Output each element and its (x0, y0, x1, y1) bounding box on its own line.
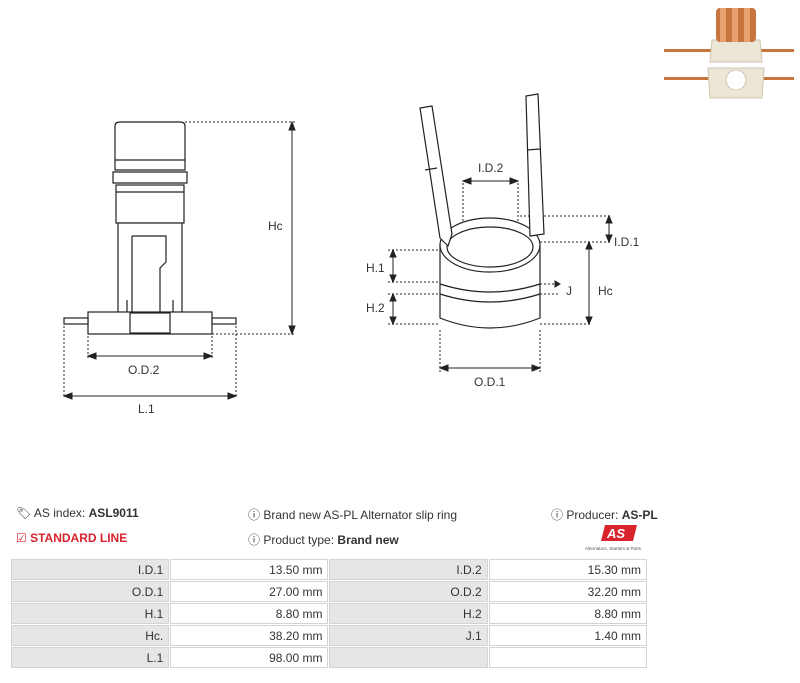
as-pl-logo: AS Alternators, Starters & Parts (585, 525, 642, 551)
spec-value: 98.00 mm (169, 646, 330, 669)
logo-tagline: Alternators, Starters & Parts (585, 546, 642, 551)
right-h1-label: H.1 (366, 261, 385, 275)
product-photo (660, 2, 798, 102)
spec-value: 8.80 mm (487, 602, 649, 625)
spec-label: I.D.1 (9, 558, 171, 581)
specs-table: I.D.1 13.50 mm I.D.2 15.30 mm O.D.1 27.0… (9, 558, 649, 669)
check-square-icon: ☑ (16, 531, 27, 545)
spec-value: 13.50 mm (169, 558, 330, 581)
producer-value: AS-PL (621, 508, 658, 522)
spec-value: 32.20 mm (487, 580, 649, 603)
logo-text: AS (606, 526, 625, 541)
left-l1-label: L.1 (138, 402, 155, 416)
spec-label: O.D.2 (328, 580, 489, 603)
technical-drawing: Hc O.D.2 L.1 I.D.2 I.D.1 H.1 H.2 J Hc O.… (62, 93, 640, 416)
right-hc-label: Hc (598, 284, 613, 298)
description: ⓘ Brand new AS-PL Alternator slip ring (248, 506, 457, 523)
product-type: ⓘ Product type: Brand new (248, 531, 399, 548)
left-hc-label: Hc (268, 219, 283, 233)
info-icon: ⓘ (551, 508, 564, 522)
description-text: Brand new AS-PL Alternator slip ring (263, 508, 458, 522)
spec-value: 38.20 mm (169, 624, 330, 647)
spec-label: H.1 (9, 602, 171, 625)
spec-value: 27.00 mm (169, 580, 330, 603)
right-h2-label: H.2 (366, 301, 385, 315)
table-row: O.D.1 27.00 mm O.D.2 32.20 mm (9, 580, 649, 603)
right-j-label: J (566, 284, 572, 298)
spec-value: 15.30 mm (487, 558, 649, 581)
left-od2-label: O.D.2 (128, 363, 160, 377)
info-icon: ⓘ (248, 533, 261, 547)
producer: ⓘ Producer: AS-PL (551, 506, 658, 523)
spec-label: J.1 (328, 624, 489, 647)
spec-label: L.1 (9, 646, 171, 669)
as-index-label: AS index: (33, 506, 86, 520)
standard-line: ☑ STANDARD LINE (16, 531, 127, 545)
product-type-label: Product type: (263, 533, 335, 547)
standard-line-label: STANDARD LINE (30, 531, 128, 545)
spec-value (487, 646, 649, 669)
as-index: 🏷︎ AS index: ASL9011 (16, 506, 139, 520)
product-type-value: Brand new (337, 533, 399, 547)
right-id1-label: I.D.1 (614, 235, 640, 249)
info-icon: ⓘ (248, 508, 261, 522)
tags-icon: 🏷︎ (16, 506, 32, 520)
right-od1-label: O.D.1 (474, 375, 506, 389)
spec-label: H.2 (328, 602, 489, 625)
producer-label: Producer: (566, 508, 619, 522)
spec-value: 1.40 mm (487, 624, 649, 647)
spec-value: 8.80 mm (169, 602, 330, 625)
table-row: H.1 8.80 mm H.2 8.80 mm (9, 602, 649, 625)
spec-label: O.D.1 (9, 580, 171, 603)
spec-label: I.D.2 (328, 558, 489, 581)
table-row: Hc. 38.20 mm J.1 1.40 mm (9, 624, 649, 647)
spec-label (328, 646, 489, 669)
as-index-value: ASL9011 (88, 506, 139, 520)
table-row: I.D.1 13.50 mm I.D.2 15.30 mm (9, 558, 649, 581)
right-id2-label: I.D.2 (478, 161, 504, 175)
table-row: L.1 98.00 mm (9, 646, 649, 669)
spec-label: Hc. (9, 624, 171, 647)
